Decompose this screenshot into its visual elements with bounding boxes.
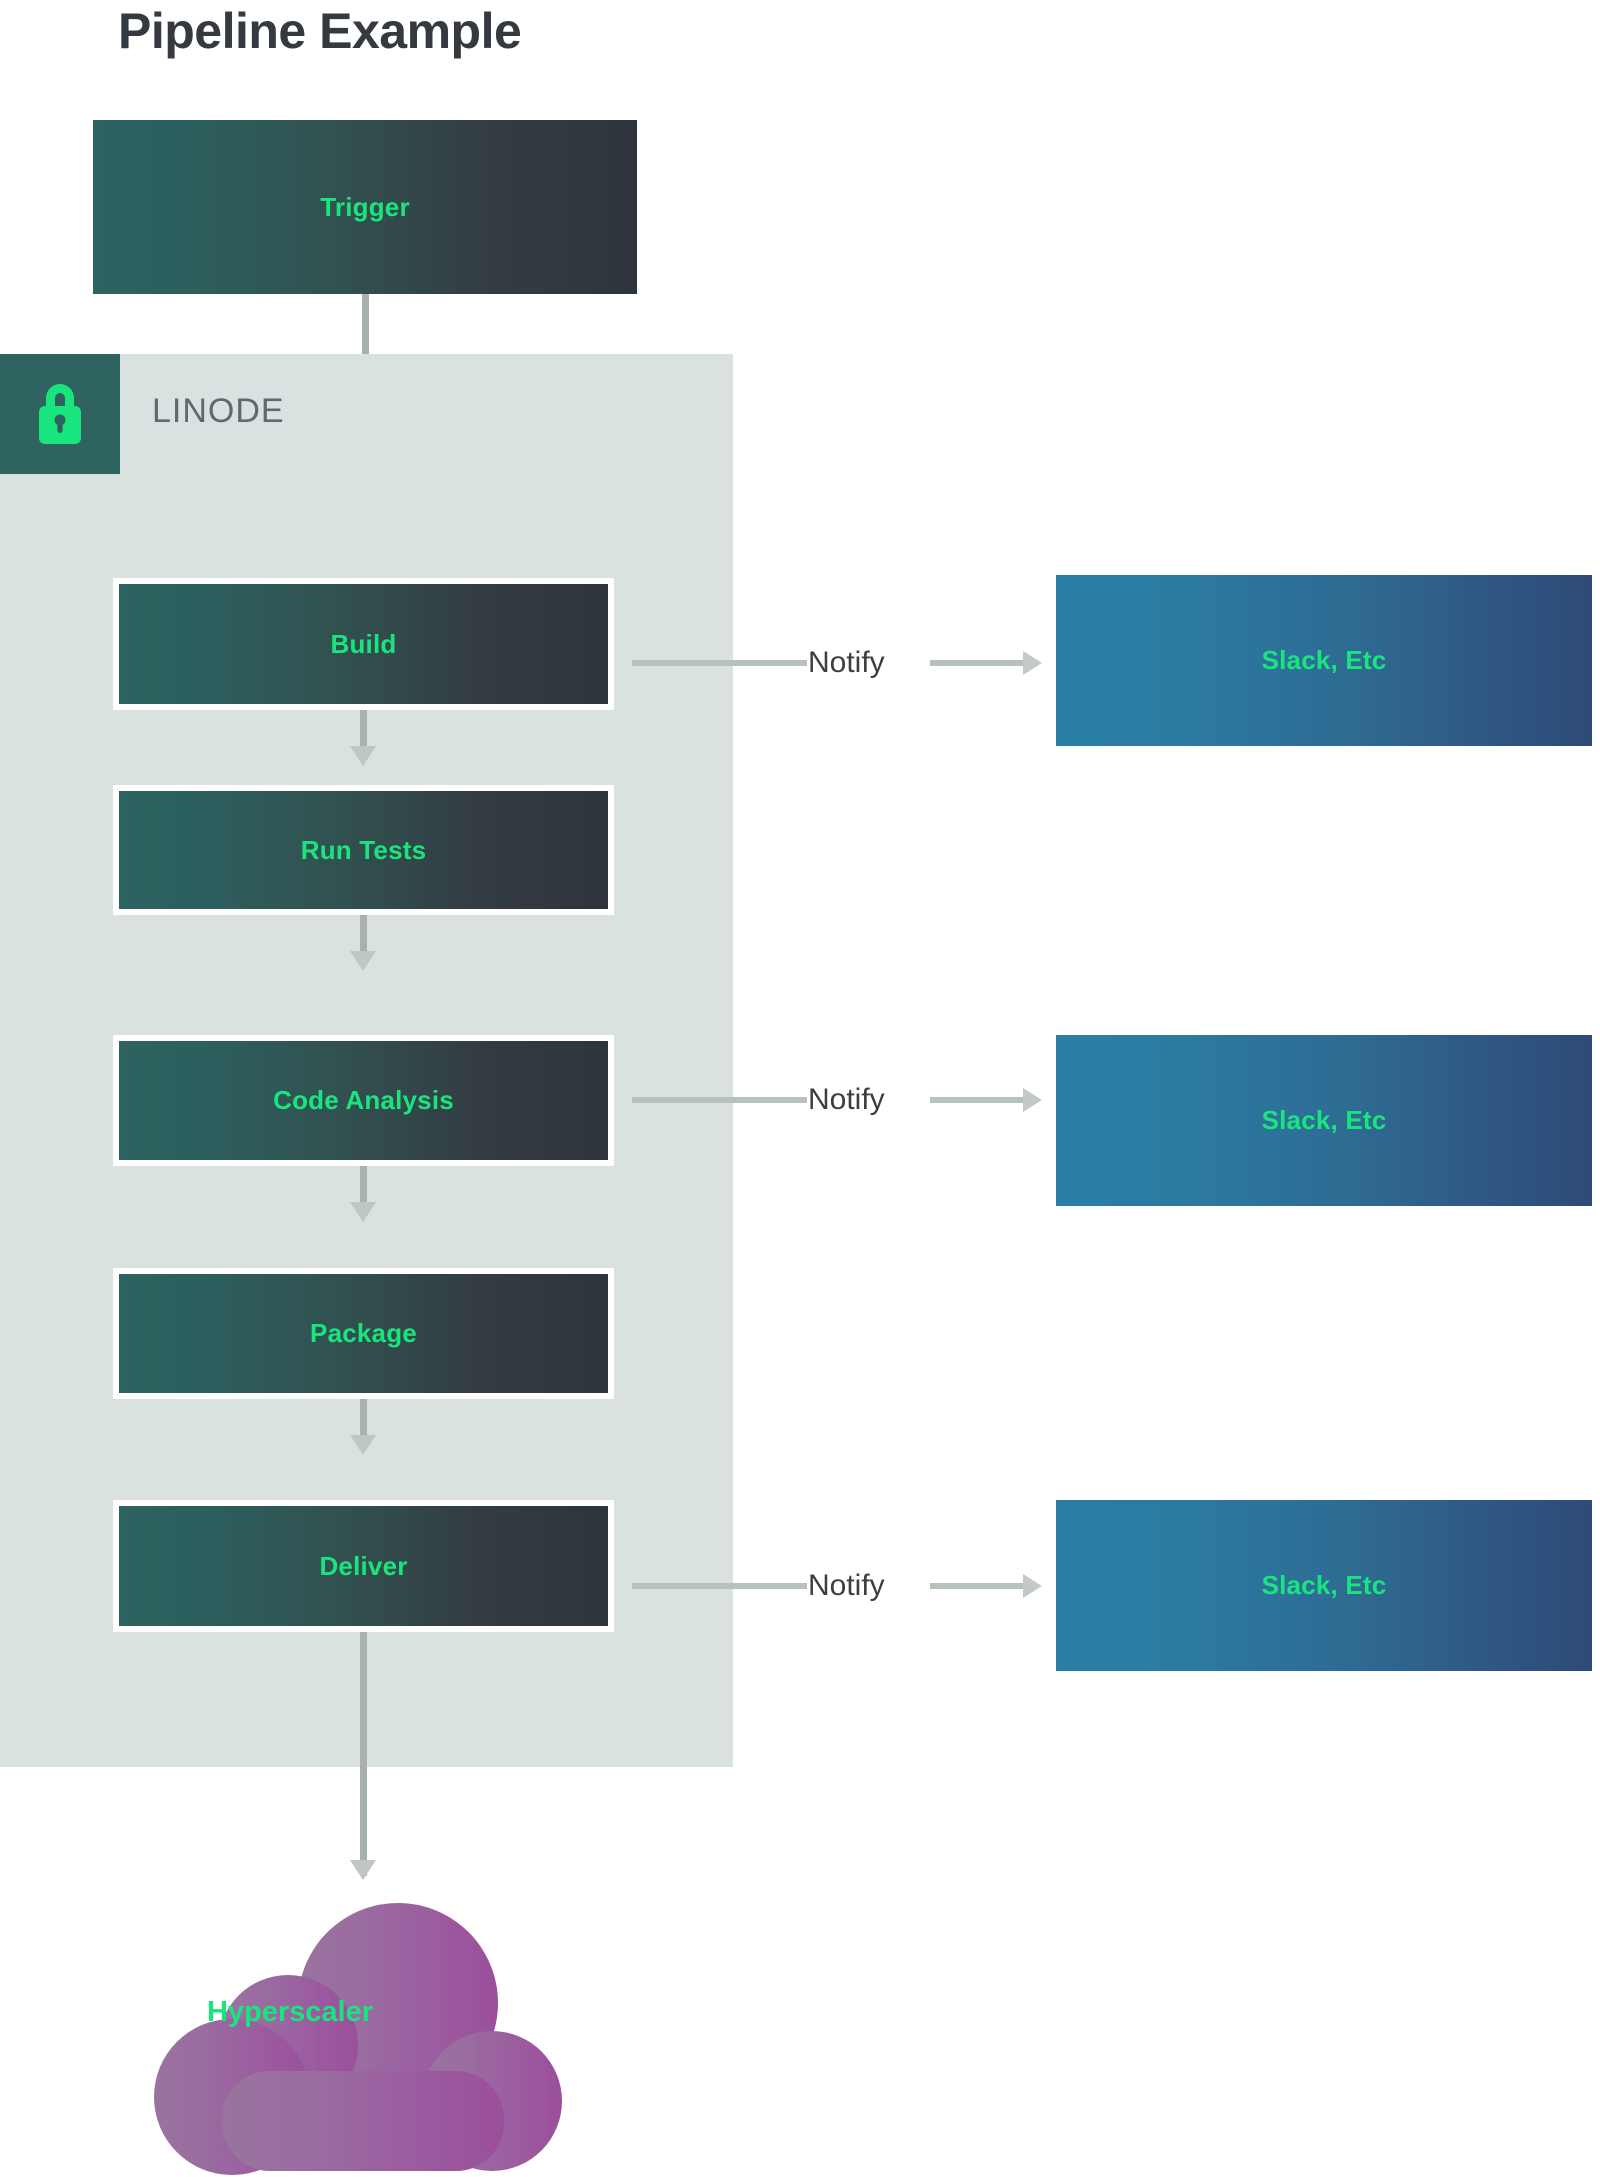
connector-notify-build-to-slack-arrow [1023,651,1042,675]
connector-run-tests-to-code-analysis-arrow [350,951,376,971]
stage-node-build[interactable]: Build [113,578,614,710]
connector-notify-deliver-to-slack-line [930,1583,1027,1589]
stage-node-deliver-label: Deliver [319,1550,408,1581]
connector-code-analysis-to-slack-line [632,1097,807,1103]
notify-label-code-analysis: Notify [808,1083,885,1116]
slack-node-build-label: Slack, Etc [1261,645,1387,675]
connector-notify-deliver-to-slack-arrow [1023,1574,1042,1598]
connector-package-to-deliver [360,1399,367,1439]
connector-notify-build-to-slack-line [930,660,1027,666]
stage-node-run-tests-label: Run Tests [300,834,427,865]
stage-node-deliver[interactable]: Deliver [113,1500,614,1632]
stage-node-run-tests[interactable]: Run Tests [113,785,614,915]
connector-notify-code-analysis-to-slack-arrow [1023,1088,1042,1112]
page-title: Pipeline Example [118,3,522,59]
stage-node-build-label: Build [330,628,397,659]
lock-icon [28,376,92,453]
connector-deliver-to-hyperscaler [360,1632,367,1876]
connector-package-to-deliver-arrow [350,1435,376,1455]
linode-container-label: LINODE [152,392,285,430]
slack-node-code-analysis-label: Slack, Etc [1261,1105,1387,1135]
connector-build-to-run-tests [360,710,367,750]
slack-node-code-analysis[interactable]: Slack, Etc [1056,1035,1592,1206]
connector-deliver-to-hyperscaler-arrow [350,1860,376,1880]
connector-code-analysis-to-package-arrow [350,1202,376,1222]
connector-build-to-run-tests-arrow [350,746,376,766]
slack-node-build[interactable]: Slack, Etc [1056,575,1592,746]
hyperscaler-cloud-label: Hyperscaler [206,1996,374,2028]
trigger-node-label: Trigger [320,191,410,222]
notify-label-deliver: Notify [808,1569,885,1602]
connector-build-to-slack-line [632,660,807,666]
slack-node-deliver[interactable]: Slack, Etc [1056,1500,1592,1671]
hyperscaler-cloud[interactable] [140,1885,580,2175]
stage-node-code-analysis-label: Code Analysis [273,1085,454,1115]
connector-deliver-to-slack-line [632,1583,807,1589]
connector-code-analysis-to-package [360,1166,367,1206]
connector-notify-code-analysis-to-slack-line [930,1097,1027,1103]
stage-node-package-label: Package [310,1318,417,1348]
linode-badge [0,354,120,474]
slack-node-deliver-label: Slack, Etc [1261,1570,1387,1600]
stage-node-package[interactable]: Package [113,1268,614,1399]
notify-label-build: Notify [808,646,885,679]
stage-node-code-analysis[interactable]: Code Analysis [113,1035,614,1166]
connector-run-tests-to-code-analysis [360,915,367,955]
trigger-node[interactable]: Trigger [93,120,637,294]
